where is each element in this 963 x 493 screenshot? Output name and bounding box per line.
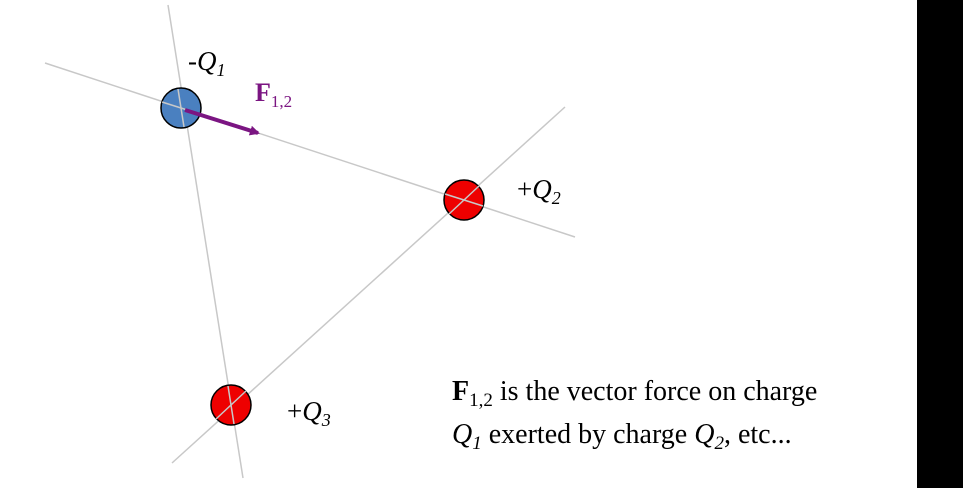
charge-q3 xyxy=(210,384,252,426)
charge-q3-line-b xyxy=(215,390,247,420)
caption-q1-sub: 1 xyxy=(472,433,482,454)
charge-q2-line-b xyxy=(448,185,480,215)
label-q2-sub: 2 xyxy=(551,188,561,208)
label-q3-sub: 3 xyxy=(321,410,331,430)
caption-force-sub: 1,2 xyxy=(469,390,493,411)
label-q3: +Q3 xyxy=(287,396,331,430)
caption-line-1: F1,2 is the vector force on charge xyxy=(452,370,817,413)
caption-line-2: Q1 exerted by charge Q2, etc... xyxy=(452,413,817,456)
force-label-symbol: F xyxy=(255,78,271,107)
force-label-sub: 1,2 xyxy=(270,92,293,111)
label-q1-sign: - xyxy=(188,46,197,76)
label-q1-sub: 1 xyxy=(216,60,226,80)
charge-q1-line-b xyxy=(177,88,185,128)
label-q3-sign: + xyxy=(287,396,303,426)
right-black-bar xyxy=(917,0,963,488)
charge-q1 xyxy=(160,87,202,129)
label-q2-symbol: Q xyxy=(532,174,552,204)
label-q2-sign: + xyxy=(517,174,533,204)
caption-line-2-text: exerted by charge xyxy=(481,419,695,450)
caption-line-1-text: is the vector force on charge xyxy=(492,376,818,407)
caption-q1-symbol: Q xyxy=(452,419,473,450)
charge-q2 xyxy=(443,179,485,221)
force-arrow xyxy=(184,108,260,136)
label-q1: -Q1 xyxy=(188,46,226,80)
label-q2: +Q2 xyxy=(517,174,561,208)
caption-line-2-tail: , etc... xyxy=(723,419,792,450)
caption-force-symbol: F xyxy=(452,376,470,407)
label-q3-symbol: Q xyxy=(302,396,322,426)
line-q1-q2 xyxy=(44,62,576,238)
label-q1-symbol: Q xyxy=(197,46,217,76)
caption: F1,2 is the vector force on charge Q1 ex… xyxy=(452,370,817,456)
caption-q2-sub: 2 xyxy=(714,433,724,454)
caption-q2-symbol: Q xyxy=(694,419,715,450)
force-label: F1,2 xyxy=(255,78,292,111)
